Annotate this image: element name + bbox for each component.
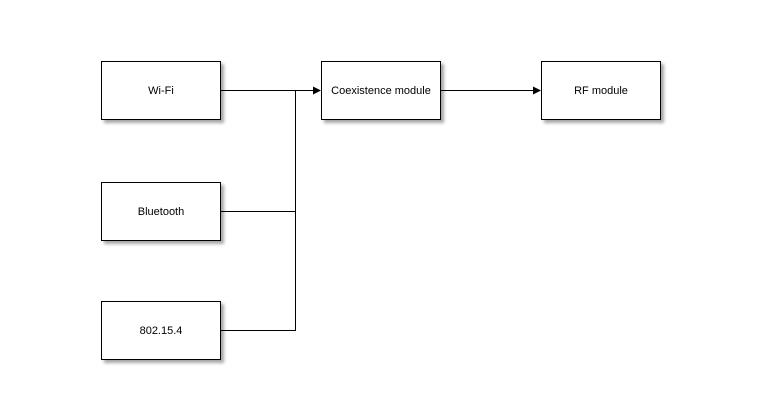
- block-bluetooth[interactable]: Bluetooth: [101, 182, 221, 241]
- block-rf-module-label: RF module: [574, 84, 628, 97]
- arrowhead-rf-input-icon: [533, 86, 541, 95]
- block-coexistence-module[interactable]: Coexistence module: [321, 61, 441, 120]
- block-wifi-label: Wi-Fi: [148, 84, 174, 97]
- block-802-15-4-label: 802.15.4: [139, 324, 183, 337]
- block-coexistence-module-label: Coexistence module: [331, 84, 431, 97]
- block-bluetooth-label: Bluetooth: [137, 205, 185, 218]
- arrowhead-coexistence-input-icon: [313, 86, 321, 95]
- block-802-15-4[interactable]: 802.15.4: [101, 301, 221, 360]
- block-rf-module[interactable]: RF module: [541, 61, 661, 120]
- block-wifi[interactable]: Wi-Fi: [101, 61, 221, 120]
